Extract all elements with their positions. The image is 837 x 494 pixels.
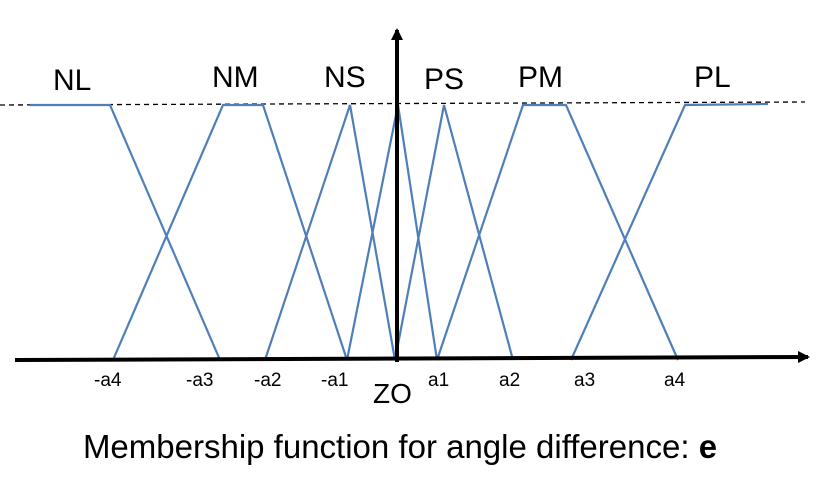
ps-label: PS: [424, 63, 464, 96]
tick-label-neg-a1: -a1: [321, 370, 348, 391]
ps-membership-line: [393, 104, 515, 361]
zo-membership-line: [345, 104, 439, 361]
tick-label-a3: a3: [574, 370, 595, 391]
pl-label: PL: [694, 61, 731, 94]
zo-label: ZO: [373, 378, 412, 409]
nm-membership-line: [111, 103, 349, 361]
ns-membership-line: [263, 104, 397, 361]
tick-label-neg-a4: -a4: [94, 370, 122, 391]
unity-reference-line: [0, 101, 806, 106]
tick-label-a4: a4: [664, 370, 686, 391]
diagram-caption: Membership function for angle difference…: [0, 428, 800, 466]
tick-label-a1: a1: [428, 370, 449, 391]
tick-label-neg-a3: -a3: [186, 370, 213, 391]
caption-text: Membership function for angle difference…: [82, 428, 699, 465]
tick-label-neg-a2: -a2: [254, 370, 281, 391]
ns-label: NS: [324, 61, 366, 94]
pm-membership-line: [435, 103, 680, 361]
x-axis: [14, 351, 810, 364]
membership-functions: [30, 102, 769, 361]
tick-label-a2: a2: [499, 370, 520, 391]
nl-membership-line: [30, 103, 222, 361]
pm-label: PM: [518, 61, 563, 94]
nl-label: NL: [53, 64, 91, 97]
nm-label: NM: [212, 61, 259, 94]
pl-membership-line: [569, 102, 769, 361]
caption-variable: e: [698, 428, 718, 465]
